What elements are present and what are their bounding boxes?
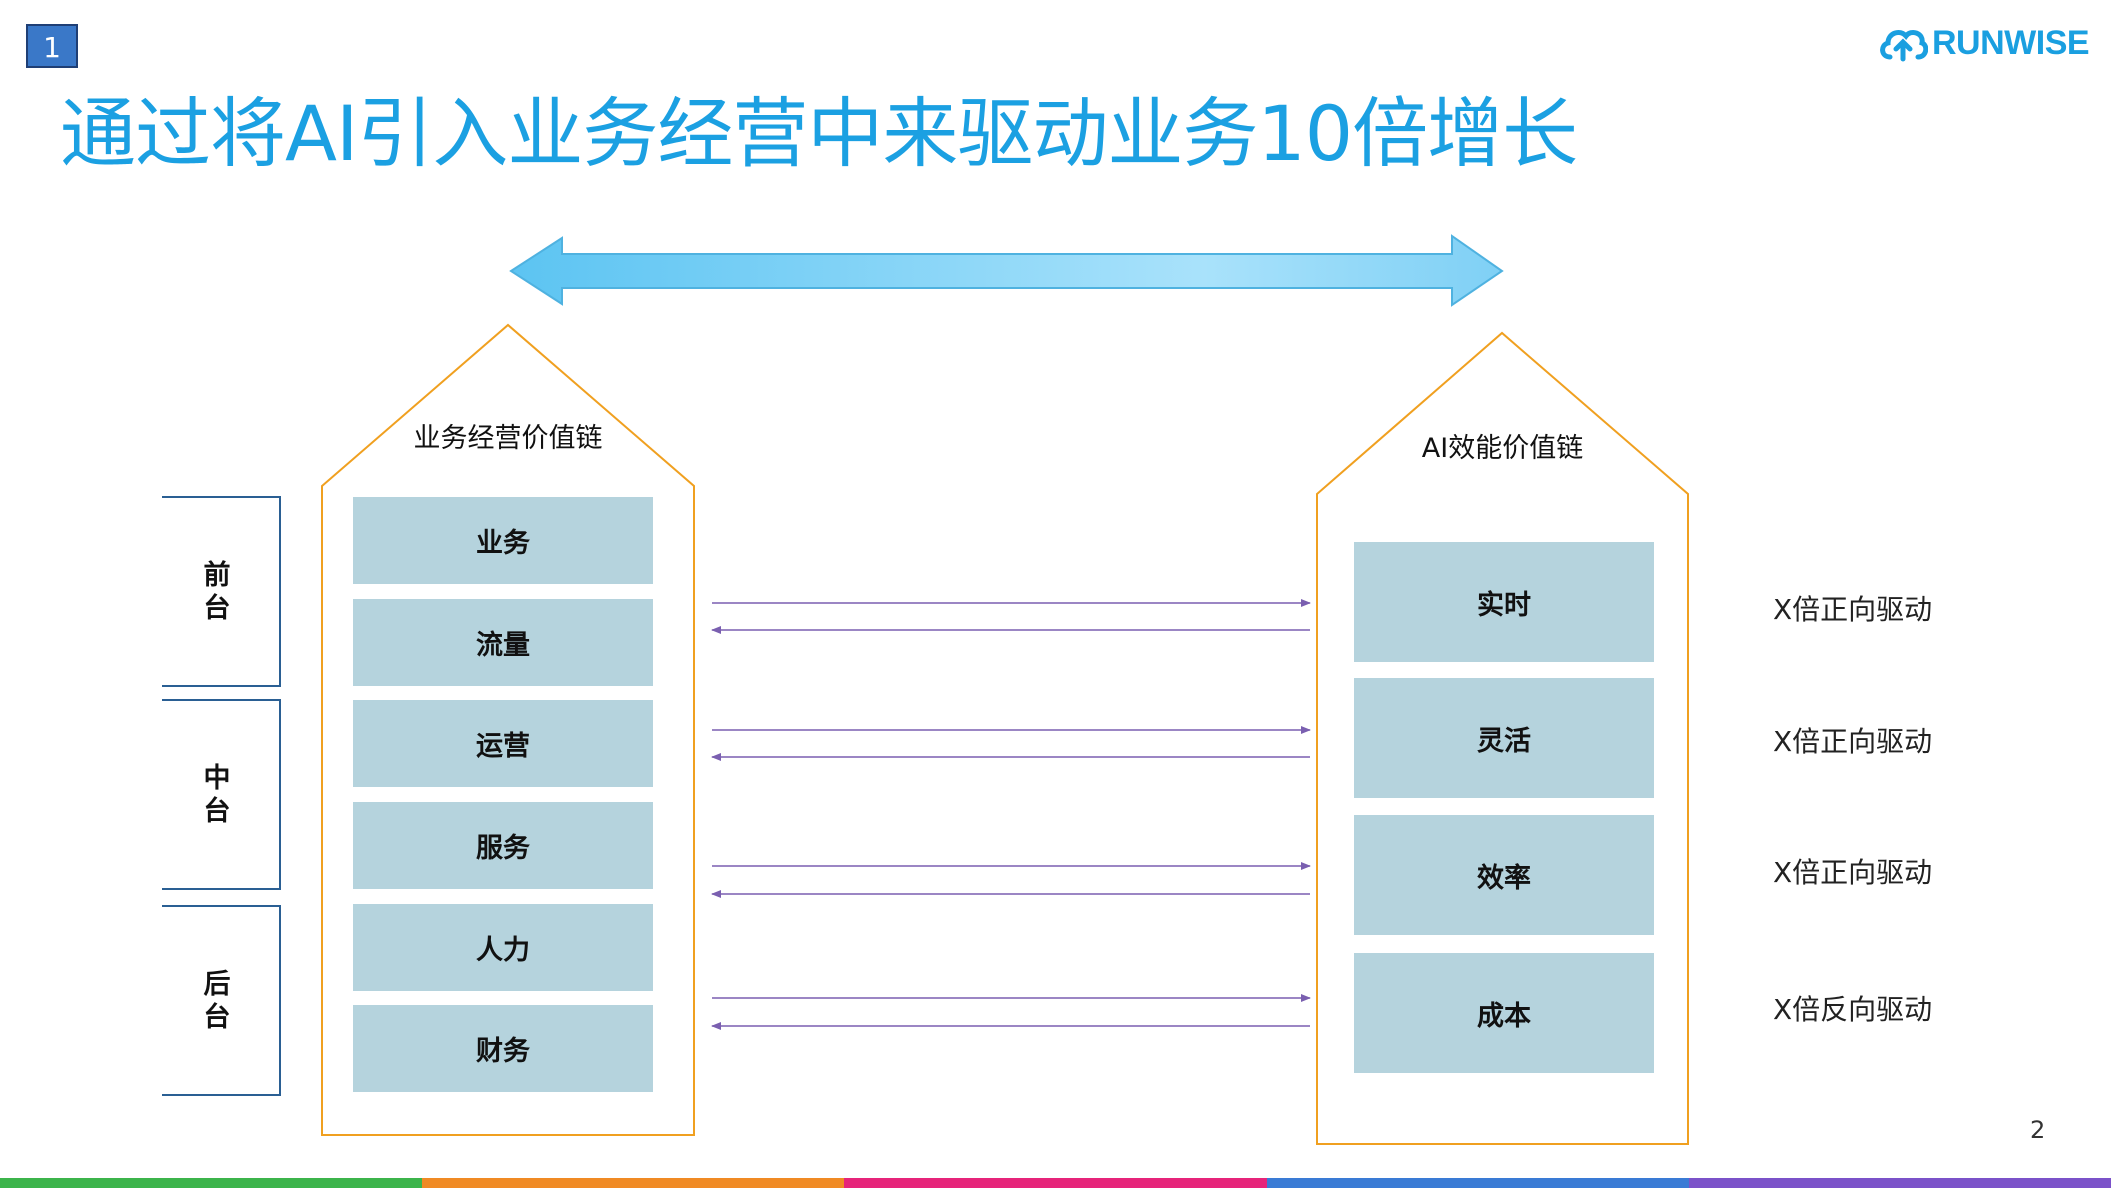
left-item-operations: 运营	[353, 700, 653, 787]
left-item-traffic: 流量	[353, 599, 653, 686]
left-item-finance: 财务	[353, 1005, 653, 1092]
footer-segment-pink	[844, 1178, 1267, 1188]
logo-text: RUNWISE	[1932, 23, 2090, 62]
right-house-title: AI效能价值链	[1421, 433, 1584, 464]
layer-bracket-back	[162, 905, 281, 1096]
cloud-logo-icon	[1880, 30, 1928, 62]
slide-title: 通过将AI引入业务经营中来驱动业务10倍增长	[60, 89, 1578, 178]
right-item-efficiency: 效率	[1354, 815, 1654, 935]
layer-label-middle: 中台	[203, 763, 231, 827]
left-item-service: 服务	[353, 802, 653, 889]
left-house-title: 业务经营价值链	[413, 423, 603, 454]
effect-label-efficiency: X倍正向驱动	[1773, 856, 1933, 889]
right-item-cost: 成本	[1354, 953, 1654, 1073]
footer-segment-green	[0, 1178, 423, 1188]
slide-number-badge: 1	[26, 24, 78, 68]
right-item-realtime: 实时	[1354, 542, 1654, 662]
layer-bracket-front	[162, 496, 281, 687]
effect-label-flexible: X倍正向驱动	[1773, 725, 1933, 758]
double-arrow	[509, 234, 1504, 307]
layer-label-front: 前台	[203, 560, 231, 624]
connector-arrows	[711, 599, 1311, 1030]
footer-segment-blue	[1266, 1178, 1689, 1188]
layer-bracket-middle	[162, 699, 281, 890]
effect-label-realtime: X倍正向驱动	[1773, 593, 1933, 626]
layer-label-back: 后台	[203, 969, 231, 1033]
left-house-outline	[321, 323, 695, 1136]
footer-segment-purple	[1688, 1178, 2111, 1188]
right-house-outline	[1316, 331, 1689, 1145]
footer-color-bar	[0, 1178, 2111, 1188]
page-number: 2	[2030, 1116, 2046, 1144]
left-item-hr: 人力	[353, 904, 653, 991]
footer-segment-orange	[422, 1178, 845, 1188]
effect-label-cost: X倍反向驱动	[1773, 993, 1933, 1026]
runwise-logo: RUNWISE	[1878, 18, 2090, 68]
left-item-business: 业务	[353, 497, 653, 584]
right-item-flexible: 灵活	[1354, 678, 1654, 798]
